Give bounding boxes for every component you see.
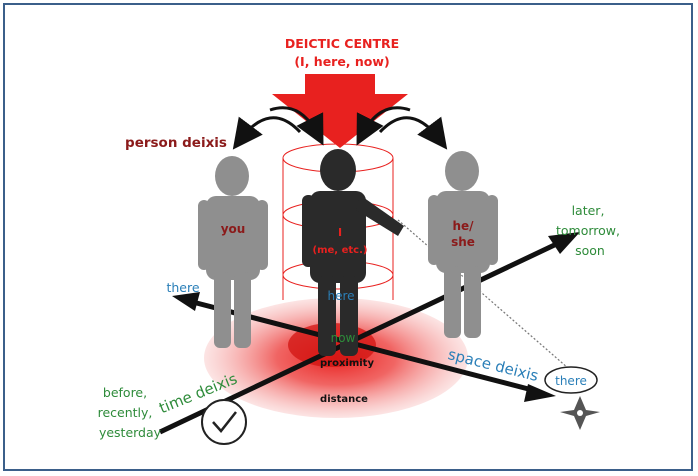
centre-title: DEICTIC CENTRE xyxy=(285,36,399,51)
label-past-2: recently, xyxy=(98,405,153,420)
person-arrow-right-back xyxy=(356,106,411,146)
centre-subtitle: (I, here, now) xyxy=(294,54,389,69)
label-distance: distance xyxy=(320,394,368,405)
label-you: you xyxy=(221,222,246,236)
clock-icon xyxy=(201,399,247,445)
label-there-left: there xyxy=(166,280,199,295)
time-axis-head-future xyxy=(548,232,580,254)
label-proximity: proximity xyxy=(320,358,374,369)
person-arrow-left-back xyxy=(269,106,324,146)
figure-i xyxy=(302,149,404,356)
figure-he-she xyxy=(428,151,498,338)
label-there-right: there xyxy=(555,374,587,388)
space-axis-head-right xyxy=(524,384,556,402)
label-she: she xyxy=(451,235,475,249)
label-here: here xyxy=(327,289,354,303)
label-future-2: tomorrow, xyxy=(556,223,620,238)
space-axis-head-left xyxy=(172,292,200,311)
person-arrow-right xyxy=(378,116,448,150)
label-future-3: soon xyxy=(575,243,605,258)
figure-you xyxy=(198,156,268,348)
person-arrow-left xyxy=(232,116,302,150)
label-i: I xyxy=(338,226,342,239)
label-future-1: later, xyxy=(572,203,605,218)
label-past-3: yesterday xyxy=(99,425,162,440)
person-deixis-label: person deixis xyxy=(125,135,227,151)
label-he: he/ xyxy=(452,219,474,233)
compass-icon xyxy=(544,366,600,430)
label-past-1: before, xyxy=(103,385,147,400)
label-i-sub: (me, etc.) xyxy=(313,245,368,256)
pointing-line xyxy=(397,219,569,369)
centre-arrow xyxy=(272,74,408,148)
label-now: now xyxy=(331,331,356,345)
